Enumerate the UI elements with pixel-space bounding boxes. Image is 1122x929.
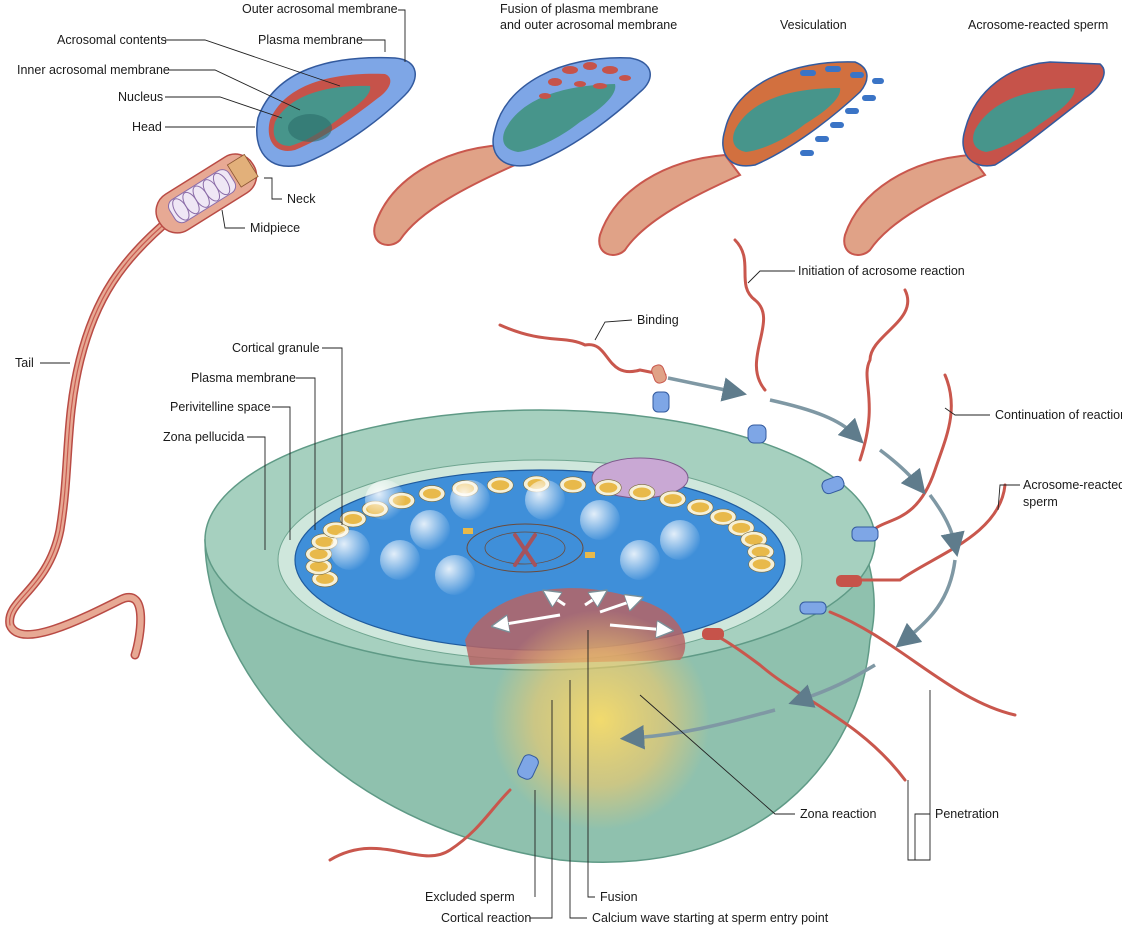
- label-zona-reaction: Zona reaction: [800, 807, 876, 821]
- label-midpiece: Midpiece: [250, 221, 300, 235]
- label-plasma-membrane-oocyte: Plasma membrane: [191, 371, 296, 385]
- label-acrosomal-contents: Acrosomal contents: [57, 33, 167, 47]
- sperm-acrosome-reacted: [851, 373, 953, 542]
- label-tail: Tail: [15, 356, 34, 370]
- label-neck: Neck: [287, 192, 316, 206]
- title-acrosome-reacted: Acrosome-reacted sperm: [968, 18, 1108, 32]
- label-excluded-sperm: Excluded sperm: [425, 890, 515, 904]
- cortical-granule-core: [563, 479, 582, 490]
- cytoplasm-vesicle: [660, 520, 700, 560]
- sperm-initiation: [733, 238, 767, 444]
- cytoplasm-vesicle: [380, 540, 420, 580]
- cortical-granule-core: [732, 522, 751, 533]
- label-acrosome-reacted-line1: Acrosome-reacted: [1023, 478, 1122, 492]
- process-labels: Binding Initiation of acrosome reaction …: [425, 264, 1122, 925]
- cortical-granule-core: [752, 559, 771, 570]
- sperm-binding: [498, 323, 670, 413]
- cytoplasm-vesicle: [525, 480, 565, 520]
- label-penetration: Penetration: [935, 807, 999, 821]
- cortical-granule-core: [309, 561, 328, 572]
- stage-fusion-sperm: [373, 57, 651, 246]
- label-plasma-membrane-sperm: Plasma membrane: [258, 33, 363, 47]
- cytoplasm-vesicle: [620, 540, 660, 580]
- process-arrows: [619, 376, 965, 750]
- label-cortical-granule: Cortical granule: [232, 341, 320, 355]
- cortical-granule-core: [491, 480, 510, 491]
- leader-lines: [40, 9, 1020, 919]
- label-head: Head: [132, 120, 162, 134]
- cortical-granule-core: [315, 573, 334, 584]
- sperm-anatomy: [5, 56, 416, 660]
- cortical-granule-core: [344, 514, 363, 525]
- cortical-granule-core: [315, 536, 334, 547]
- meiotic-spindle: [463, 523, 595, 573]
- stage-titles: Fusion of plasma membrane and outer acro…: [500, 2, 1108, 32]
- cytoplasm-vesicle: [330, 530, 370, 570]
- cortical-granule-core: [691, 502, 710, 513]
- label-binding: Binding: [637, 313, 679, 327]
- sperm-tail: [5, 210, 180, 660]
- label-fusion: Fusion: [600, 890, 638, 904]
- oocyte: [204, 409, 876, 863]
- stage-reacted-sperm: [843, 61, 1105, 256]
- calcium-wave-arrows: [500, 595, 665, 630]
- label-inner-acrosomal-membrane: Inner acrosomal membrane: [17, 63, 170, 77]
- cytoplasm-vesicle: [365, 480, 405, 520]
- oocyte-labels: Cortical granule Plasma membrane Perivit…: [163, 341, 320, 444]
- cortical-granule-core: [751, 546, 770, 557]
- cortical-granule-core: [744, 534, 763, 545]
- title-fusion-line2: and outer acrosomal membrane: [500, 18, 677, 32]
- cortical-granule-core: [632, 487, 651, 498]
- label-cortical-reaction: Cortical reaction: [441, 911, 531, 925]
- label-calcium-wave: Calcium wave starting at sperm entry poi…: [592, 911, 829, 925]
- sperm-anatomy-labels: Outer acrosomal membrane Plasma membrane…: [15, 2, 398, 370]
- cortical-granule-core: [422, 488, 441, 499]
- cortical-granules: [305, 475, 775, 595]
- sperm-continuation: [821, 288, 910, 495]
- cytoplasm-vesicle: [410, 510, 450, 550]
- label-initiation: Initiation of acrosome reaction: [798, 264, 965, 278]
- label-zona-pellucida: Zona pellucida: [163, 430, 244, 444]
- sperm-excluded: [328, 754, 539, 862]
- sperm-midpiece: [155, 153, 259, 234]
- cytoplasm-vesicle: [450, 480, 490, 520]
- label-outer-acrosomal-membrane: Outer acrosomal membrane: [242, 2, 398, 16]
- title-fusion-line1: Fusion of plasma membrane: [500, 2, 658, 16]
- cortical-granule-core: [309, 549, 328, 560]
- label-perivitelline-space: Perivitelline space: [170, 400, 271, 414]
- cortical-granule-core: [663, 494, 682, 505]
- cytoplasm-vesicle: [580, 500, 620, 540]
- label-acrosome-reacted-line2: sperm: [1023, 495, 1058, 509]
- calcium-wave-glow: [490, 610, 710, 830]
- label-nucleus: Nucleus: [118, 90, 163, 104]
- cytoplasm-vesicle: [435, 555, 475, 595]
- stage-vesiculation-sperm: [598, 61, 884, 256]
- title-vesiculation: Vesiculation: [780, 18, 847, 32]
- label-continuation: Continuation of reaction: [995, 408, 1122, 422]
- sperm-head: [256, 56, 416, 167]
- cortical-granule-core: [714, 512, 733, 523]
- cortical-granule-core: [599, 482, 618, 493]
